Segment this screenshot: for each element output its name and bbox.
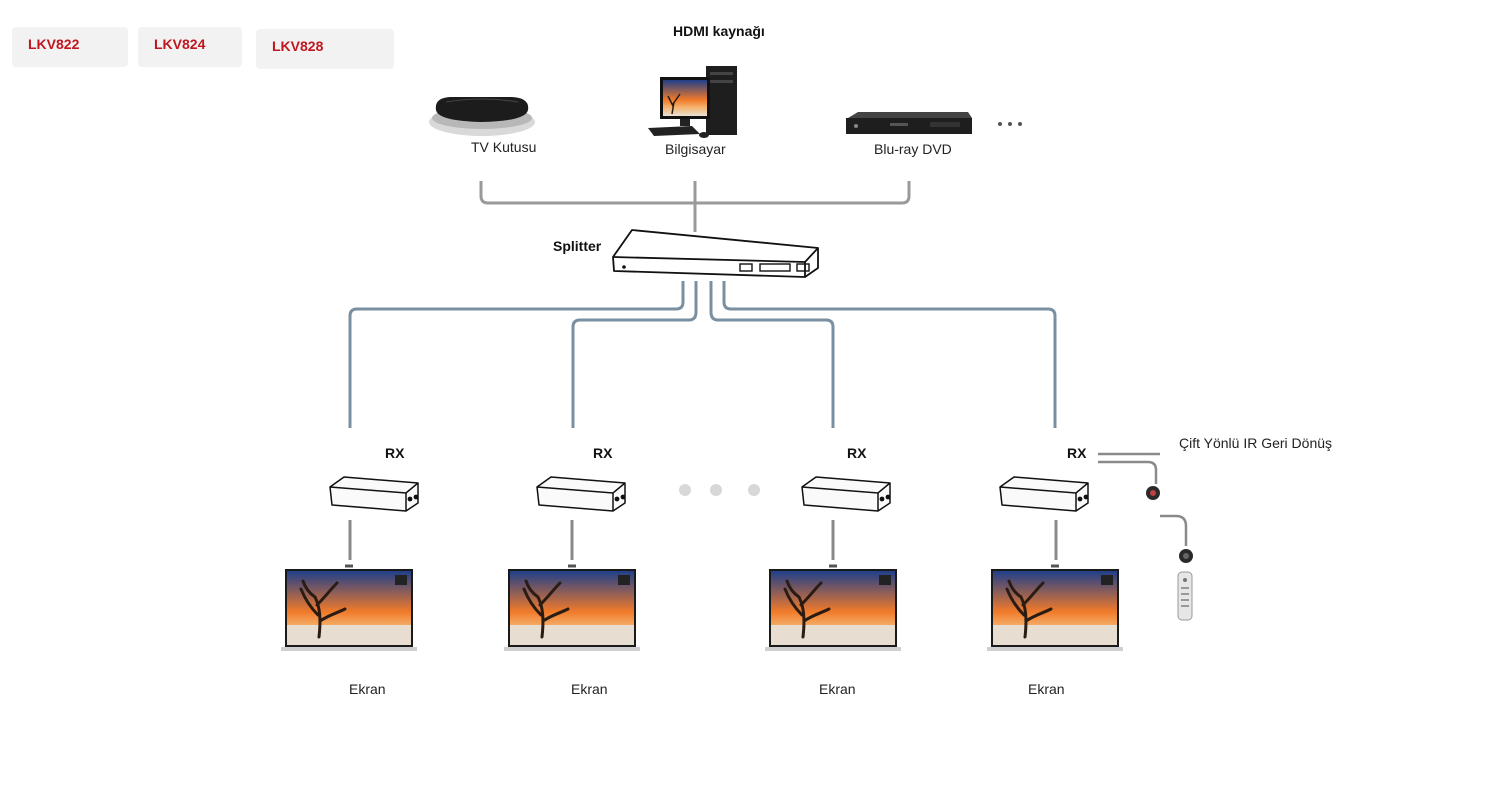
tab-lkv822[interactable]: LKV822	[12, 27, 128, 67]
bluray-player-icon	[846, 112, 972, 134]
tv-screen-icon	[763, 564, 903, 653]
source-label-computer: Bilgisayar	[665, 141, 726, 157]
desktop-computer-icon	[648, 66, 737, 138]
splitter-label: Splitter	[553, 238, 602, 254]
display-label: Ekran	[349, 681, 386, 697]
more-receivers-icon	[679, 484, 760, 496]
display-label: Ekran	[571, 681, 608, 697]
rx-label: RX	[385, 445, 405, 461]
source-title: HDMI kaynağı	[673, 23, 765, 39]
tv-screen-icon	[502, 564, 642, 653]
display-cables	[348, 520, 1058, 560]
output-cables	[348, 281, 1057, 428]
rx-device-icon	[329, 476, 420, 512]
ir-cables	[1098, 452, 1188, 546]
display-label: Ekran	[819, 681, 856, 697]
ir-label: Çift Yönlü IR Geri Dönüş	[1179, 435, 1333, 451]
rx-label: RX	[1067, 445, 1087, 461]
tv-screen-icon	[279, 564, 419, 653]
display-label: Ekran	[1028, 681, 1065, 697]
remote-control-icon	[1177, 571, 1193, 621]
ir-emitter-icon	[1146, 486, 1160, 500]
rx-label: RX	[593, 445, 613, 461]
tv-box-icon	[429, 97, 535, 136]
tv-screen-icon	[985, 564, 1125, 653]
ir-receiver-icon	[1179, 549, 1193, 563]
more-sources-icon	[998, 122, 1022, 126]
splitter-device-icon	[612, 229, 819, 278]
rx-label: RX	[847, 445, 867, 461]
source-label-tv-box: TV Kutusu	[471, 139, 537, 155]
rx-device-icon	[801, 476, 892, 512]
source-cables	[479, 181, 911, 232]
rx-device-icon	[999, 476, 1090, 512]
tab-lkv824[interactable]: LKV824	[138, 27, 242, 67]
rx-device-icon	[536, 476, 627, 512]
source-label-bluray: Blu-ray DVD	[874, 141, 952, 157]
tab-lkv828[interactable]: LKV828	[256, 29, 394, 69]
